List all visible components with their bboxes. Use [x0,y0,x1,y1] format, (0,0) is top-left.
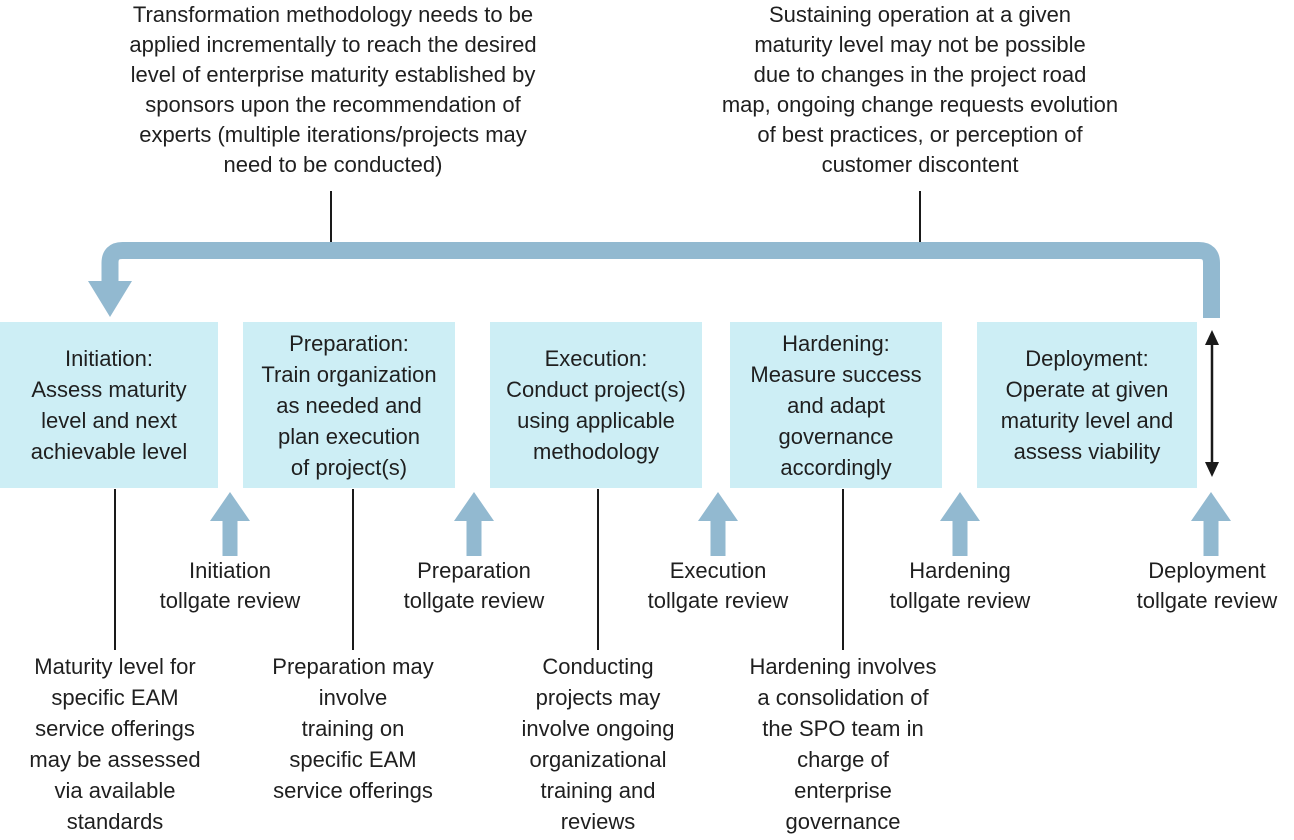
stage-note-execution: Conducting projects may involve ongoing … [521,654,675,834]
loopback-arrow-shaft [101,242,1220,318]
tollgate-arrow-icon-execution [698,492,738,556]
maturity-range-double-arrow-head-up [1205,330,1219,345]
tollgate-label-initiation: Initiation tollgate review [159,558,301,613]
stage-box-hardening: Hardening: Measure success and adapt gov… [730,322,942,488]
top-note-right: Sustaining operation at a given maturity… [721,2,1119,177]
tollgate-arrow-icon-preparation [454,492,494,556]
tollgate-arrow-icon-initiation [210,492,250,556]
tollgate-label-hardening: Hardening tollgate review [889,558,1031,613]
stage-note-hardening: Hardening involves a consolidation of th… [749,654,937,834]
stage-box-execution: Execution: Conduct project(s) using appl… [490,322,702,488]
loopback-arrow-head [88,281,132,317]
tollgate-label-deployment: Deployment tollgate review [1136,558,1278,613]
maturity-range-double-arrow-head-down [1205,462,1219,477]
tollgate-arrow-icon-deployment [1191,492,1231,556]
tollgate-label-preparation: Preparation tollgate review [403,558,545,613]
stage-note-initiation: Maturity level for specific EAM service … [29,654,201,834]
stage-box-preparation: Preparation: Train organization as neede… [243,322,455,488]
tollgate-arrow-icon-hardening [940,492,980,556]
top-note-left: Transformation methodology needs to be a… [129,2,537,177]
stage-box-deployment: Deployment: Operate at given maturity le… [977,322,1197,488]
tollgate-label-execution: Execution tollgate review [647,558,789,613]
stage-note-preparation: Preparation may involve training on spec… [272,654,434,803]
stage-box-initiation: Initiation: Assess maturity level and ne… [0,322,218,488]
